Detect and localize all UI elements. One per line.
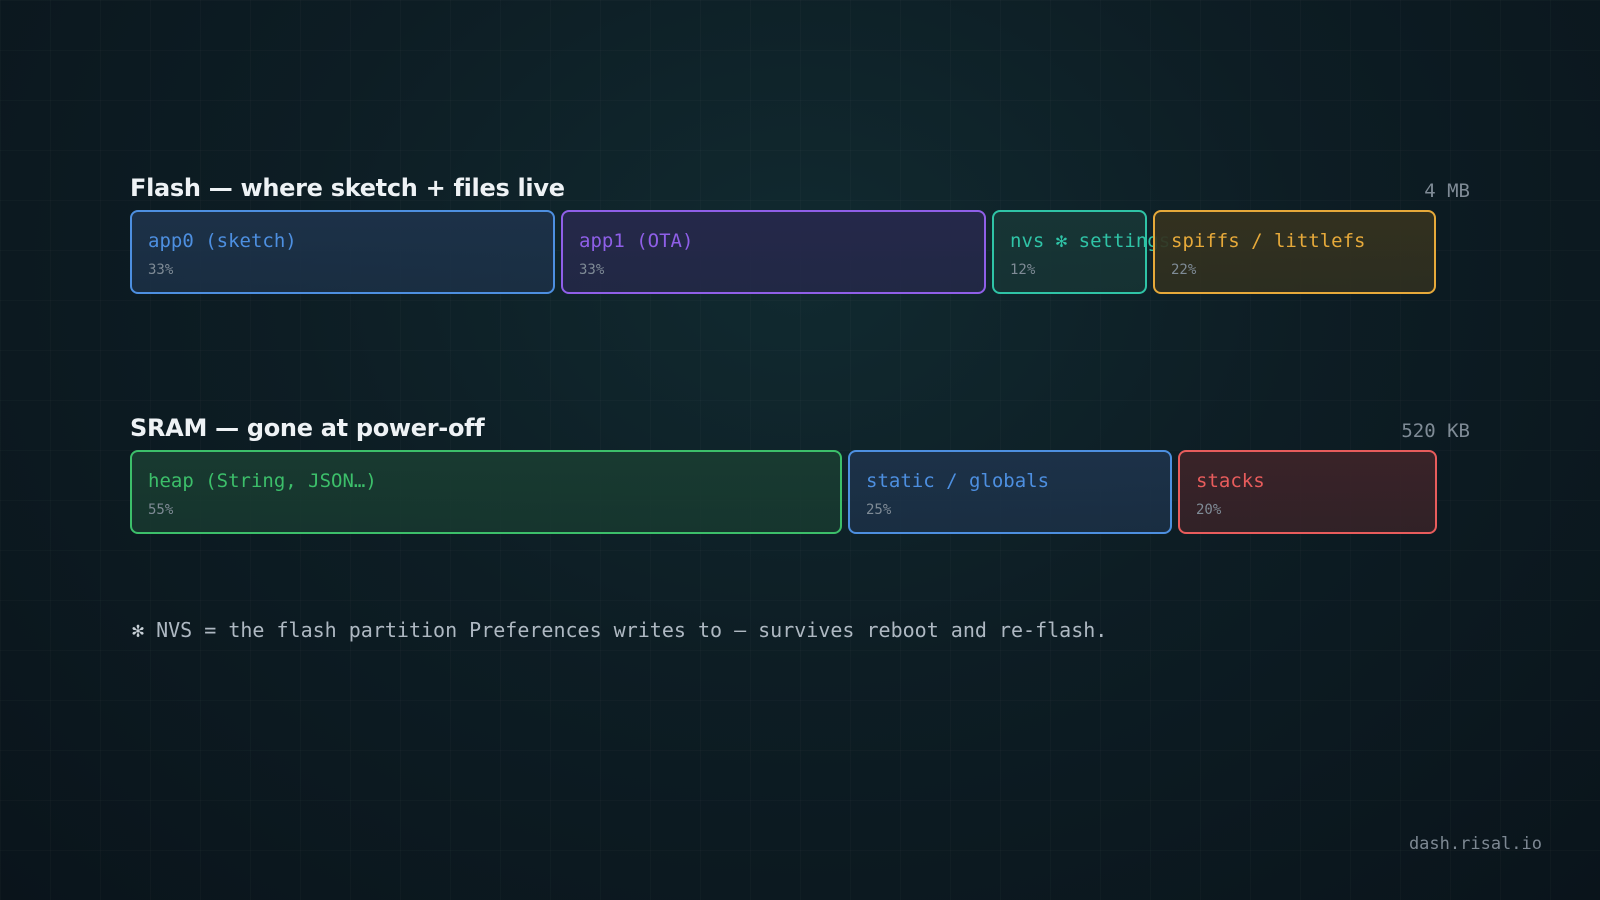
sram-header: SRAM — gone at power-off 520 KB [130,408,1470,442]
flash-segment-app0: app0 (sketch) 33% [130,210,555,294]
flash-segment-nvs: nvs ✻ settings 12% [992,210,1171,294]
nvs-footnote: ✻ NVS = the flash partition Preferences … [132,618,1107,642]
segment-percent: 33% [579,262,605,278]
flash-size: 4 MB [1424,180,1470,202]
sram-section: SRAM — gone at power-off 520 KB heap (St… [130,408,1470,538]
segment-percent: 20% [1196,502,1222,518]
segment-percent: 12% [1010,262,1036,278]
segment-label: app1 (OTA) [579,230,694,252]
sram-segment-heap: heap (String, JSON…) 55% [130,450,842,534]
sram-segment-static: static / globals 25% [848,450,1172,534]
footnote-text: NVS = the flash partition Preferences wr… [156,618,1108,642]
segment-percent: 22% [1171,262,1197,278]
sram-segment-stacks: stacks 20% [1178,450,1437,534]
asterisk-icon: ✻ [132,618,145,642]
flash-header: Flash — where sketch + files live 4 MB [130,168,1470,202]
segment-label: nvs ✻ settings [1010,230,1171,252]
segment-percent: 25% [866,502,892,518]
sram-size: 520 KB [1401,420,1470,442]
flash-section: Flash — where sketch + files live 4 MB a… [130,168,1470,298]
segment-label: spiffs / littlefs [1171,230,1366,252]
sram-title: SRAM — gone at power-off [130,414,485,442]
sram-partition-bar: heap (String, JSON…) 55% static / global… [130,450,1470,538]
segment-label: stacks [1196,470,1265,492]
segment-label: static / globals [866,470,1050,492]
segment-percent: 55% [148,502,174,518]
flash-partition-bar: app0 (sketch) 33% app1 (OTA) 33% nvs ✻ s… [130,210,1470,298]
site-watermark: dash.risal.io [1408,834,1542,854]
segment-percent: 33% [148,262,174,278]
segment-label: heap (String, JSON…) [148,470,377,492]
flash-segment-spiffs: spiffs / littlefs 22% [1153,210,1436,294]
flash-title: Flash — where sketch + files live [130,174,565,202]
segment-label: app0 (sketch) [148,230,297,252]
flash-segment-app1: app1 (OTA) 33% [561,210,986,294]
